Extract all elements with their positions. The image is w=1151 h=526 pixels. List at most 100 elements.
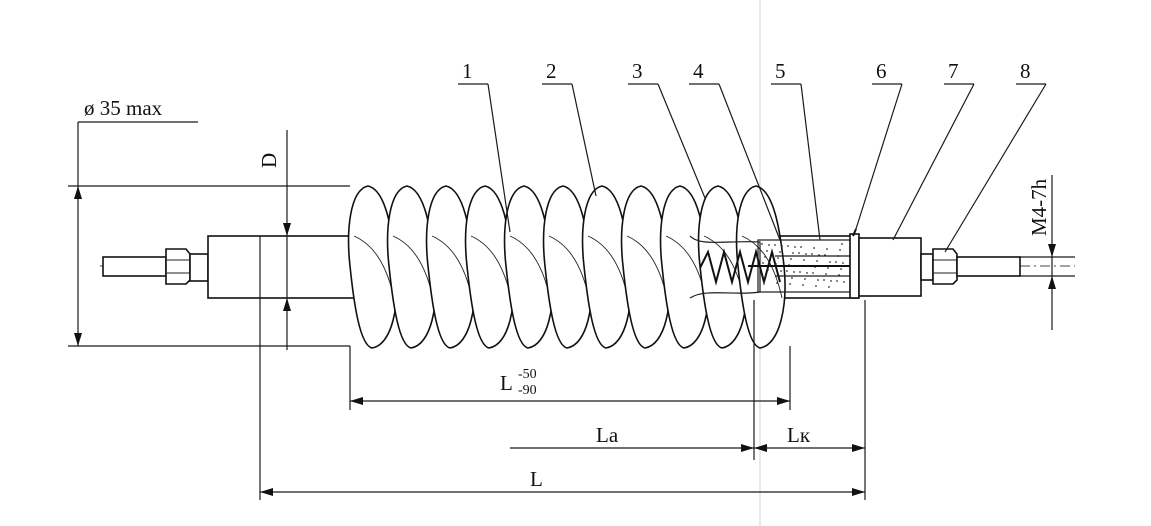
arrow-head — [260, 488, 273, 496]
filler-dot — [776, 282, 778, 284]
filler-dot — [787, 245, 789, 247]
callout-leader — [487, 83, 511, 233]
right-washer — [920, 253, 934, 281]
filler-dot — [767, 269, 769, 271]
filler-dot — [786, 270, 788, 272]
filler-dot — [766, 250, 768, 252]
filler-dot — [765, 275, 767, 277]
helical-fins — [347, 185, 786, 349]
filler-dot — [811, 253, 813, 255]
filler-dot — [830, 280, 832, 282]
filler-dot — [779, 251, 781, 253]
filler-dot — [825, 273, 827, 275]
filler-dot — [812, 272, 814, 274]
lk-label: Lк — [787, 423, 811, 447]
filler-dot — [774, 244, 776, 246]
callout-label-6: 6 — [876, 59, 887, 83]
filler-dot — [789, 283, 791, 285]
filler-dot — [794, 246, 796, 248]
filler-dot — [793, 271, 795, 273]
filler-dot — [791, 277, 793, 279]
left-terminal-pin — [102, 256, 167, 277]
filler-dot — [841, 243, 843, 245]
callout-leader — [854, 83, 903, 233]
right-nut — [932, 248, 958, 285]
callout-leader — [892, 83, 975, 241]
filler-dot — [804, 278, 806, 280]
filler-dot — [839, 249, 841, 251]
filler-dot — [835, 261, 837, 263]
arrow-head — [283, 298, 291, 311]
left-washer — [189, 253, 209, 282]
filler-dot — [836, 280, 838, 282]
filler-dot — [828, 286, 830, 288]
filler-dot — [764, 256, 766, 258]
callout-leader — [657, 83, 706, 199]
thread-label: M4-7h — [1027, 178, 1051, 236]
end-bushing — [858, 237, 922, 297]
arrow-head — [74, 186, 82, 199]
arrow-head — [350, 397, 363, 405]
filler-dot — [842, 262, 844, 264]
filler-dot — [798, 252, 800, 254]
arrow-head — [283, 223, 291, 236]
la-label: La — [596, 423, 619, 447]
callout-leader — [571, 83, 597, 197]
tolerance-lower: -90 — [518, 383, 537, 398]
total-length-label: L — [530, 467, 543, 491]
callout-label-8: 8 — [1020, 59, 1031, 83]
arrow-head — [777, 397, 790, 405]
right-terminal-pin — [956, 256, 1021, 277]
filler-dot — [823, 279, 825, 281]
filler-dot — [762, 262, 764, 264]
filler-dot — [763, 281, 765, 283]
filler-dot — [840, 268, 842, 270]
filler-dot — [815, 285, 817, 287]
callout-leader — [718, 83, 781, 241]
arrow-head — [1048, 244, 1056, 257]
filler-dot — [806, 272, 808, 274]
filler-dot — [826, 248, 828, 250]
callout-label-4: 4 — [693, 59, 704, 83]
callout-label-7: 7 — [948, 59, 959, 83]
arrow-head — [741, 444, 754, 452]
seal-washer — [849, 233, 860, 299]
fin-length-label: L — [500, 371, 513, 395]
filler-dot — [780, 270, 782, 272]
arrow-head — [754, 444, 767, 452]
tolerance-upper: -50 — [518, 367, 537, 382]
filler-dot — [781, 245, 783, 247]
callout-label-3: 3 — [632, 59, 643, 83]
arrow-head — [74, 333, 82, 346]
filler-dot — [829, 261, 831, 263]
filler-dot — [813, 247, 815, 249]
filler-dot — [800, 246, 802, 248]
d-label: D — [257, 153, 281, 168]
diameter-label: ø 35 max — [84, 96, 163, 120]
filler-dot — [768, 244, 770, 246]
filler-dot — [775, 263, 777, 265]
filler-dot — [761, 243, 763, 245]
filler-dot — [843, 281, 845, 283]
left-nut — [165, 248, 191, 285]
filler-dot — [769, 263, 771, 265]
filler-dot — [827, 267, 829, 269]
filler-dot — [790, 258, 792, 260]
heating-spiral — [699, 248, 781, 286]
filler-dot — [799, 271, 801, 273]
arrow-head — [852, 488, 865, 496]
filler-dot — [803, 259, 805, 261]
filler-dot — [816, 260, 818, 262]
callout-label-2: 2 — [546, 59, 557, 83]
filler-dot — [792, 252, 794, 254]
callout-leader — [944, 83, 1047, 253]
callout-leader — [800, 83, 821, 241]
filler-powder — [761, 243, 845, 288]
callout-label-5: 5 — [775, 59, 786, 83]
filler-dot — [805, 253, 807, 255]
arrow-head — [852, 444, 865, 452]
filler-dot — [802, 284, 804, 286]
